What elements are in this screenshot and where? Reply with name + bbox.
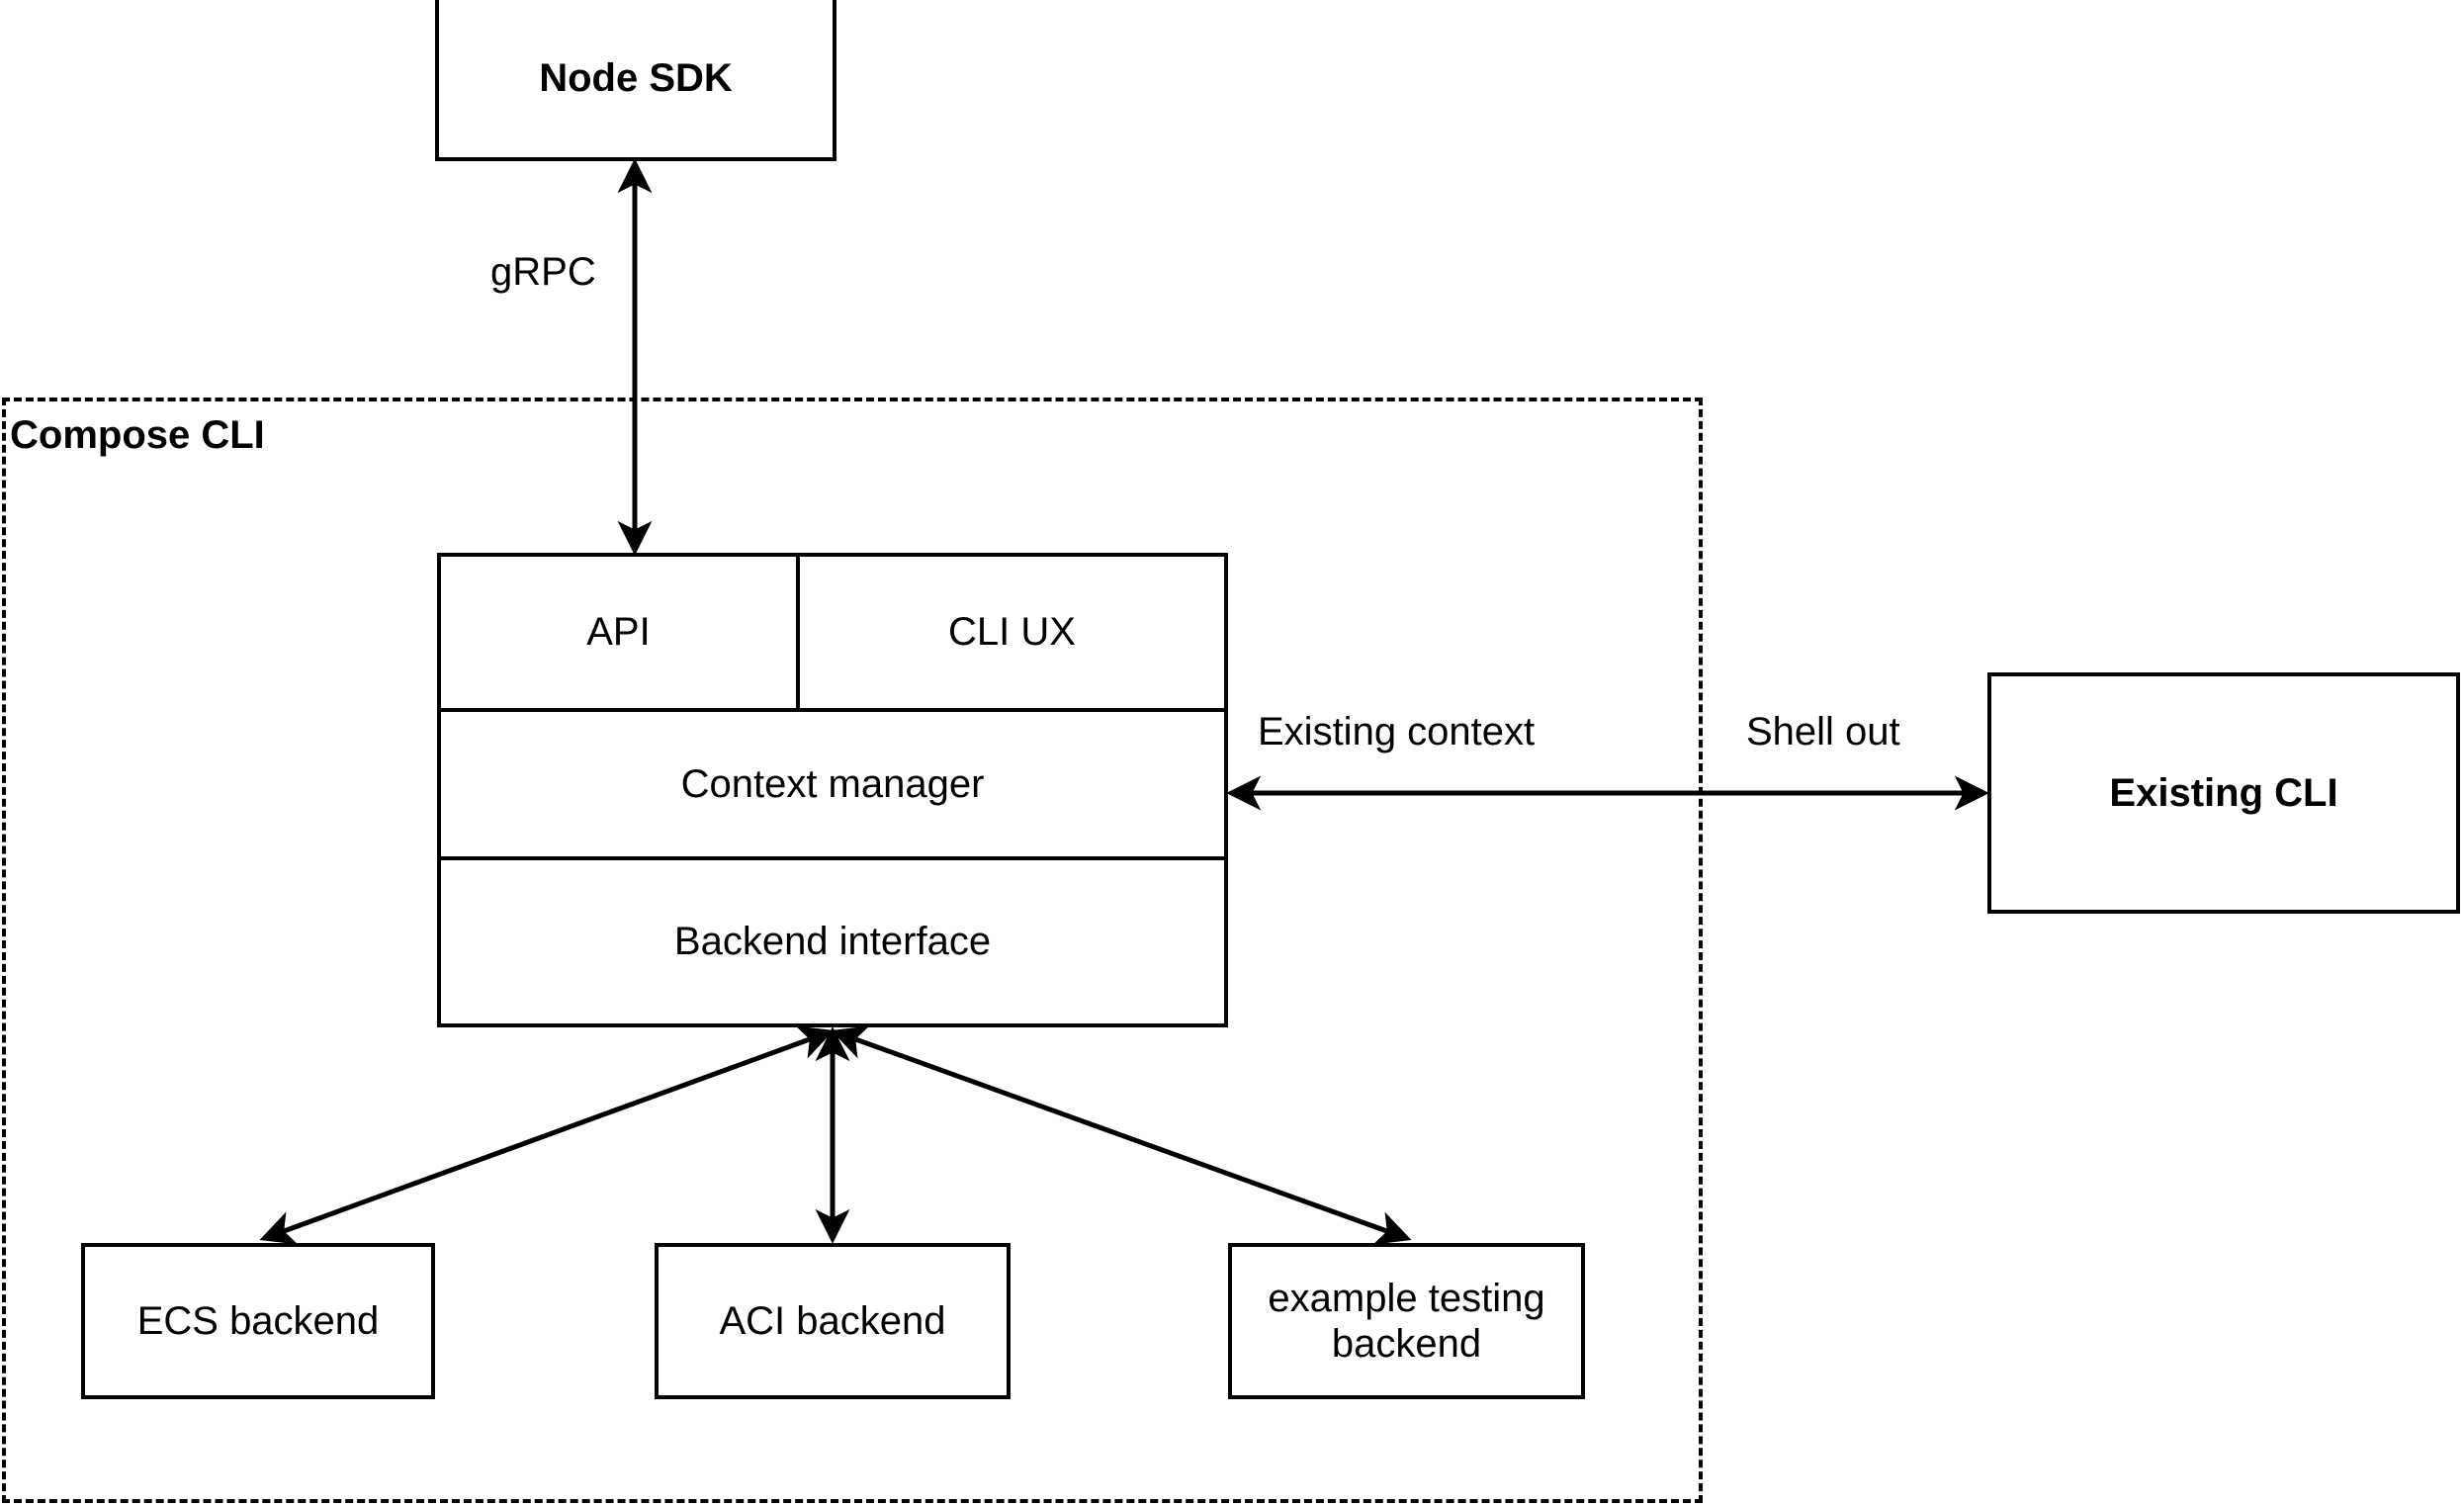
existing-context-edge-label: Existing context bbox=[1258, 710, 1536, 754]
ecs-backend-box[interactable]: ECS backend bbox=[81, 1243, 435, 1399]
example-testing-backend-box[interactable]: example testing backend bbox=[1228, 1243, 1585, 1399]
node-sdk-box[interactable]: Node SDK bbox=[435, 0, 836, 161]
aci-backend-label: ACI backend bbox=[719, 1298, 946, 1343]
backend-interface-label: Backend interface bbox=[673, 920, 992, 963]
node-sdk-label: Node SDK bbox=[539, 56, 733, 101]
cli-ux-cell[interactable]: CLI UX bbox=[796, 557, 1224, 708]
api-label: API bbox=[586, 610, 651, 654]
existing-cli-box[interactable]: Existing CLI bbox=[1987, 672, 2460, 914]
cli-ux-label: CLI UX bbox=[948, 610, 1076, 654]
shell-out-edge-label: Shell out bbox=[1746, 710, 1900, 754]
example-testing-backend-line2: backend bbox=[1331, 1322, 1482, 1366]
grpc-edge-label: gRPC bbox=[490, 250, 596, 294]
stack-row-api-cliux: API CLI UX bbox=[441, 557, 1224, 708]
stack-row-context-manager: Context manager bbox=[441, 708, 1224, 856]
compose-cli-group-label: Compose CLI bbox=[10, 413, 265, 457]
ecs-backend-label: ECS backend bbox=[136, 1298, 380, 1343]
aci-backend-box[interactable]: ACI backend bbox=[655, 1243, 1011, 1399]
backend-interface-cell[interactable]: Backend interface bbox=[441, 860, 1224, 1023]
context-manager-cell[interactable]: Context manager bbox=[441, 712, 1224, 856]
compose-cli-group-box bbox=[2, 398, 1703, 1503]
example-testing-backend-line1: example testing bbox=[1268, 1276, 1545, 1320]
example-testing-backend-label: example testing backend bbox=[1268, 1276, 1544, 1368]
api-cell[interactable]: API bbox=[441, 557, 796, 708]
context-manager-label: Context manager bbox=[680, 761, 985, 806]
existing-cli-label: Existing CLI bbox=[2109, 770, 2338, 815]
compose-cli-stack: API CLI UX Context manager Backend inter… bbox=[437, 553, 1228, 1027]
stack-row-backend-interface: Backend interface bbox=[441, 856, 1224, 1023]
